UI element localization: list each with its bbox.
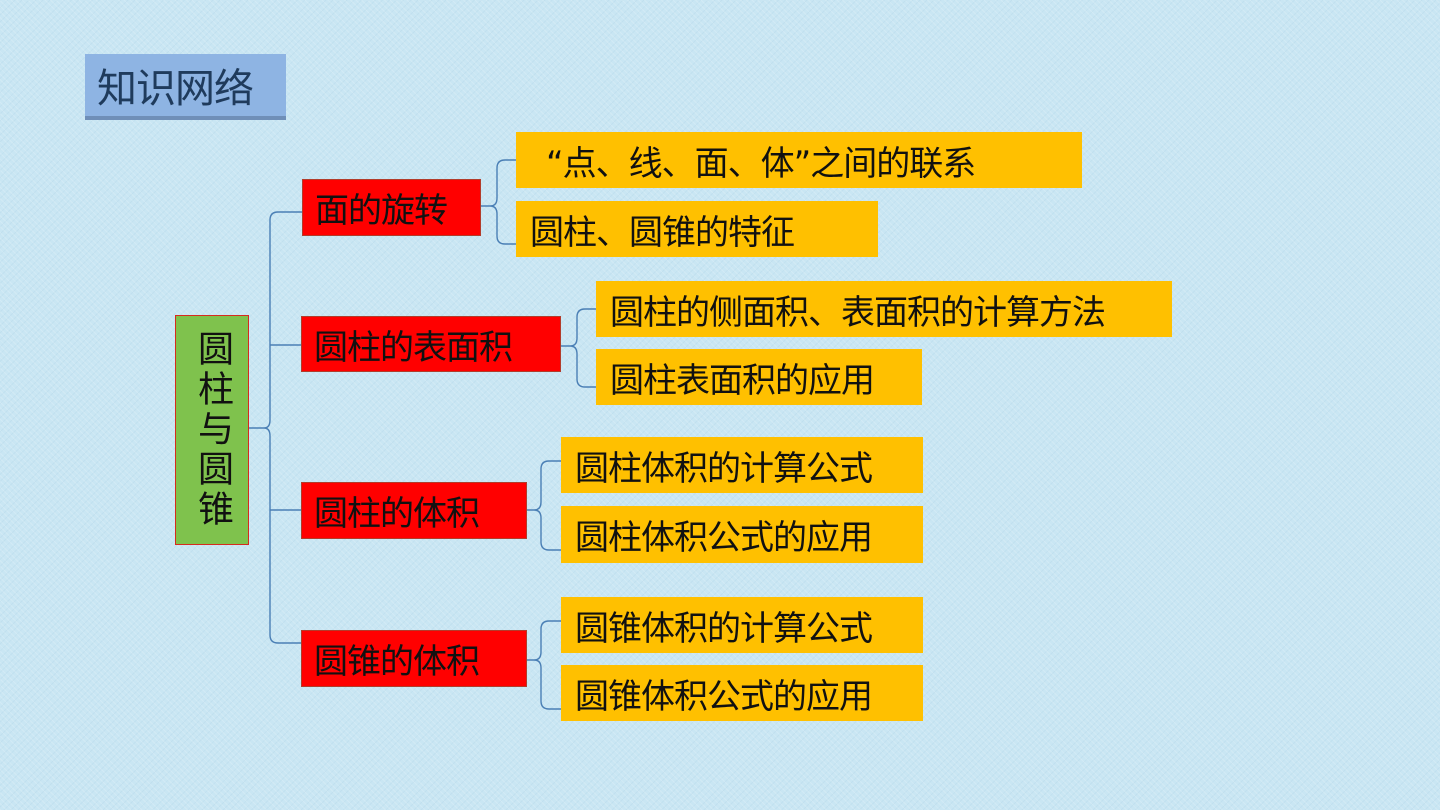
leaf-node-cylinder-cone-features: 圆柱、圆锥的特征 xyxy=(516,201,878,257)
branch-node-cone-volume: 圆锥的体积 xyxy=(301,630,527,687)
leaf-node-point-line-surface: “点、线、面、体”之间的联系 xyxy=(516,132,1082,188)
leaf-node-surface-area-method: 圆柱的侧面积、表面积的计算方法 xyxy=(596,281,1172,337)
branch-node-cylinder-surface-area: 圆柱的表面积 xyxy=(301,316,561,372)
leaf-node-cone-volume-formula: 圆锥体积的计算公式 xyxy=(561,597,923,653)
root-node-label: 圆柱与圆锥 xyxy=(192,330,233,530)
leaf-node-cylinder-volume-formula: 圆柱体积的计算公式 xyxy=(561,437,923,493)
root-node: 圆柱与圆锥 xyxy=(175,315,249,545)
branch-2-connector xyxy=(561,308,596,388)
branch-node-cylinder-volume: 圆柱的体积 xyxy=(301,482,527,539)
branch-3-connector xyxy=(527,460,561,551)
branch-node-rotation: 面的旋转 xyxy=(302,179,481,236)
leaf-node-cylinder-volume-application: 圆柱体积公式的应用 xyxy=(561,506,923,563)
branch-1-connector xyxy=(481,159,516,245)
leaf-node-cone-volume-application: 圆锥体积公式的应用 xyxy=(561,665,923,721)
root-connector xyxy=(249,211,279,644)
page-title: 知识网络 xyxy=(85,54,286,120)
branch-4-connector xyxy=(527,620,561,710)
leaf-node-surface-area-application: 圆柱表面积的应用 xyxy=(596,349,922,405)
